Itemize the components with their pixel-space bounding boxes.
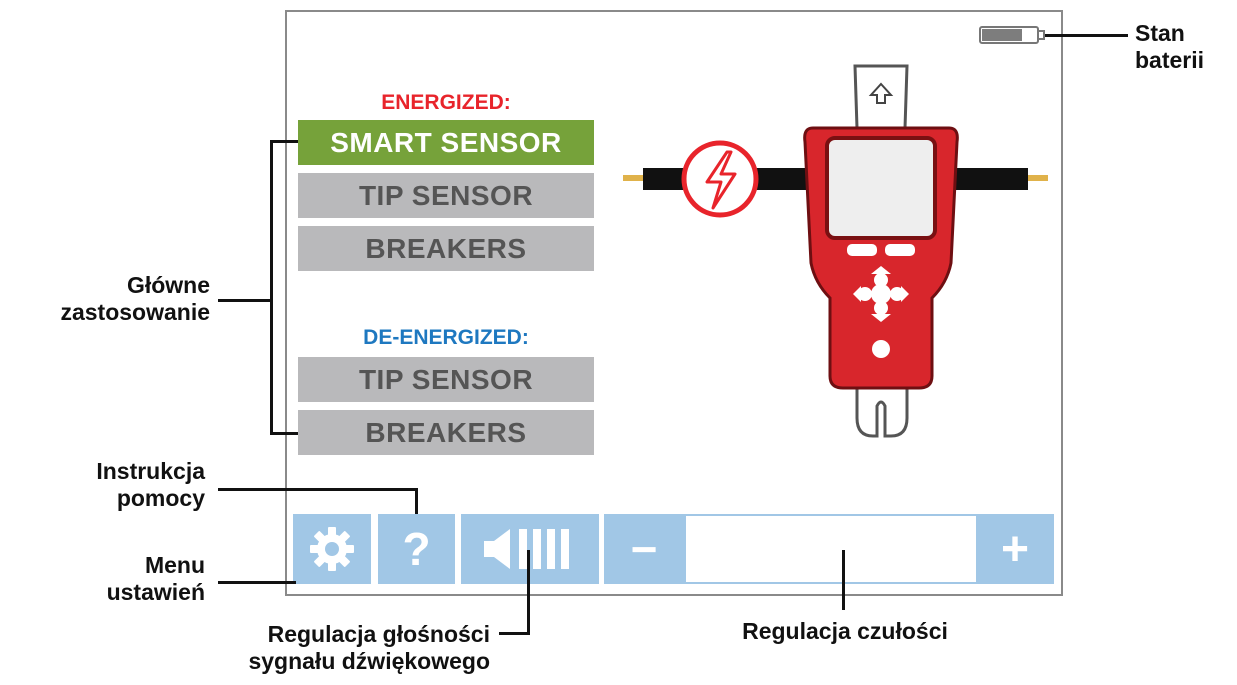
main-use-bracket-bottom: [270, 432, 298, 435]
sensitivity-minus-button[interactable]: −: [630, 523, 658, 575]
volume-annotation-line1: Regulacja głośności: [267, 621, 490, 647]
battery-callout-line: [1045, 34, 1128, 37]
sensitivity-callout-line: [842, 550, 845, 610]
help-annotation-line1: Instrukcja: [96, 458, 205, 484]
sensitivity-annotation: Regulacja czułości: [742, 618, 948, 644]
main-use-callout-line: [218, 299, 272, 302]
battery-icon: [979, 26, 1045, 44]
energized-title: ENERGIZED:: [381, 91, 511, 114]
battery-annotation-line2: baterii: [1135, 47, 1205, 73]
settings-annotation-line2: ustawień: [106, 579, 205, 605]
settings-annotation: Menu ustawień: [40, 552, 205, 606]
gear-icon: [310, 527, 354, 571]
help-callout-line: [218, 488, 418, 491]
battery-annotation: Stan baterii: [1135, 20, 1204, 74]
volume-callout-drop: [527, 550, 530, 635]
main-use-line2: zastosowanie: [60, 299, 210, 325]
help-icon: ?: [402, 523, 431, 575]
help-callout-drop: [415, 488, 418, 514]
volume-callout-line: [499, 632, 529, 635]
main-use-bracket: [270, 140, 273, 434]
sensitivity-plus-button[interactable]: +: [1000, 522, 1030, 576]
main-use-annotation: Główne zastosowanie: [60, 272, 210, 326]
main-use-line1: Główne: [126, 272, 210, 298]
menu-item-tip-sensor-de-energized[interactable]: TIP SENSOR: [298, 357, 594, 402]
volume-annotation-line2: sygnału dźwiękowego: [248, 648, 490, 674]
main-use-bracket-top: [270, 140, 298, 143]
sensitivity-slider-track[interactable]: [686, 516, 976, 582]
menu-item-smart-sensor[interactable]: SMART SENSOR: [298, 120, 594, 165]
menu-item-breakers-energized[interactable]: BREAKERS: [298, 226, 594, 271]
settings-annotation-line1: Menu: [144, 552, 205, 578]
settings-callout-line: [218, 581, 296, 584]
de-energized-title: DE-ENERGIZED:: [363, 326, 529, 349]
battery-annotation-line1: Stan: [1135, 20, 1185, 46]
menu-item-tip-sensor-energized[interactable]: TIP SENSOR: [298, 173, 594, 218]
menu-item-breakers-de-energized[interactable]: BREAKERS: [298, 410, 594, 455]
tester-illustration: [623, 64, 1048, 438]
speaker-bars-icon: [484, 529, 569, 569]
volume-annotation: Regulacja głośności sygnału dźwiękowego: [150, 621, 490, 675]
help-annotation-line2: pomocy: [116, 485, 205, 511]
settings-button[interactable]: [293, 514, 371, 584]
sensitivity-control: − +: [604, 514, 1054, 584]
help-annotation: Instrukcja pomocy: [40, 458, 205, 512]
help-button[interactable]: ?: [378, 514, 455, 584]
volume-button[interactable]: [461, 514, 599, 584]
